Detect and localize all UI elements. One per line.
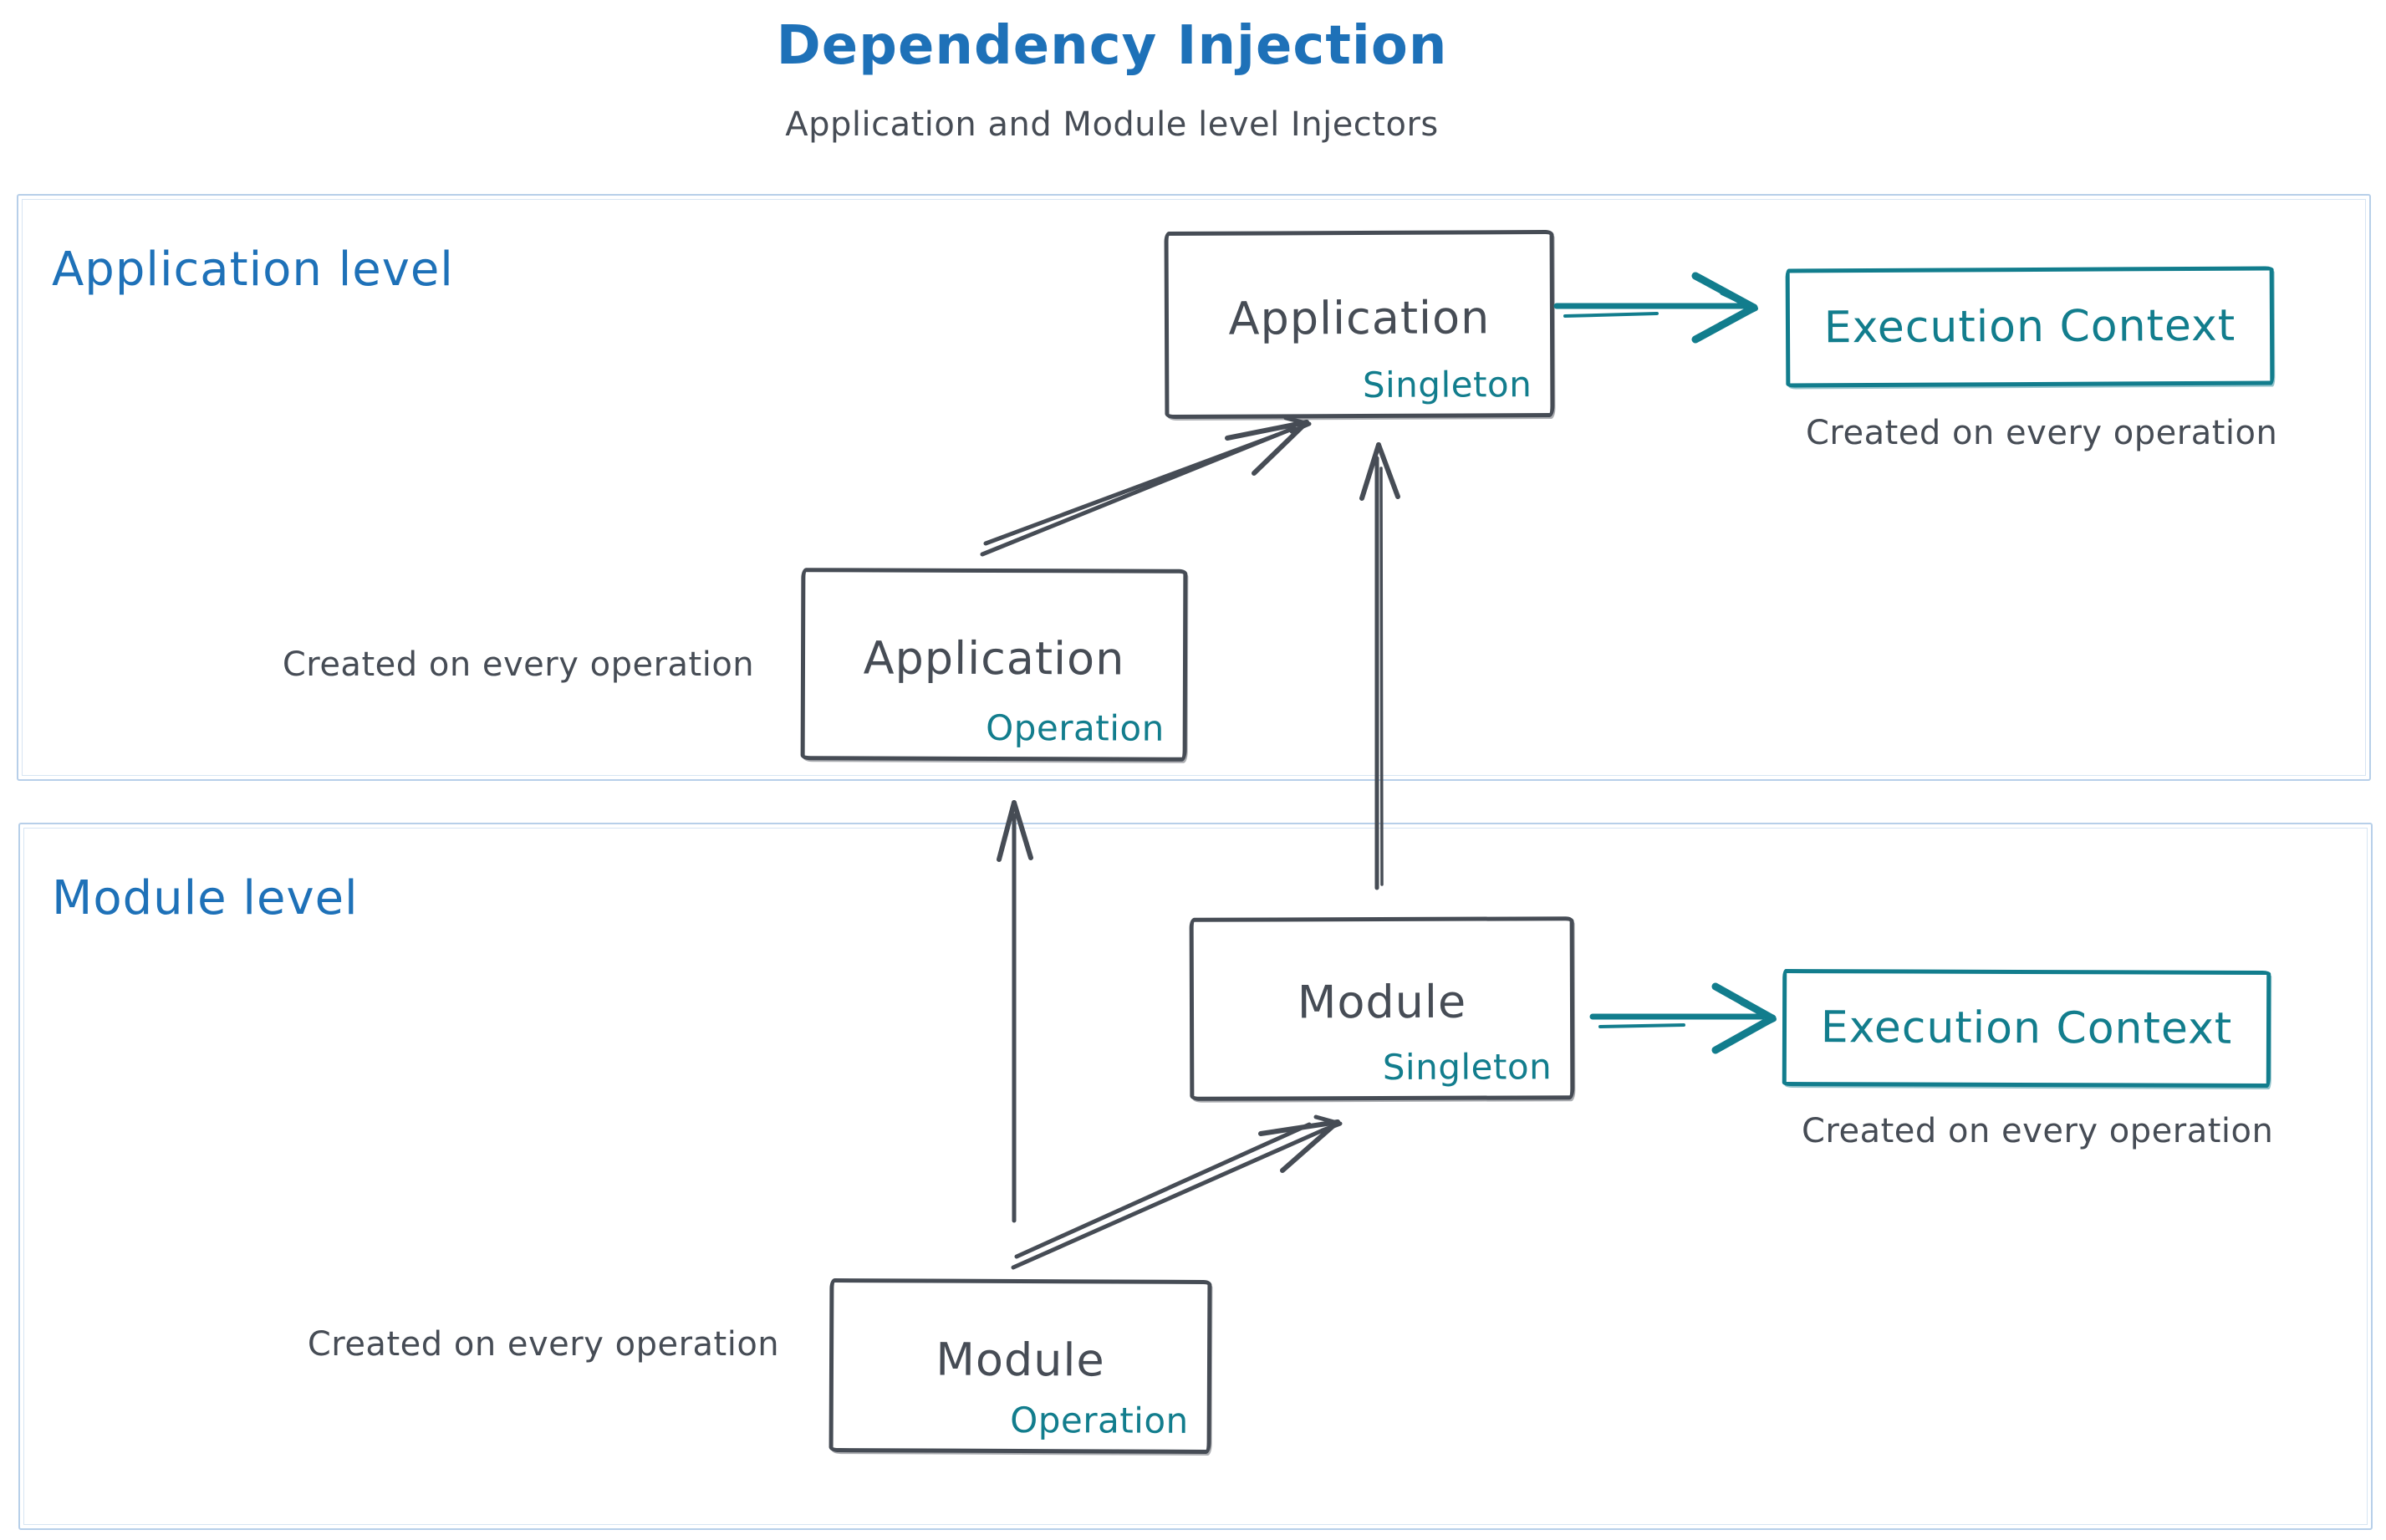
application-level-section	[17, 194, 2371, 781]
application-level-label: Application level	[52, 242, 454, 297]
application-operation-title: Application	[863, 630, 1125, 686]
application-singleton-node: Application Singleton	[1164, 229, 1555, 420]
module-execution-context-node: Execution Context	[1782, 968, 2271, 1089]
application-execution-context-caption: Created on every operation	[1806, 414, 2278, 452]
diagram-title: Dependency Injection	[776, 15, 1448, 77]
module-operation-scope-badge: Operation	[1010, 1399, 1189, 1441]
module-level-label: Module level	[52, 871, 359, 926]
application-execution-context-node: Execution Context	[1785, 266, 2275, 388]
module-operation-caption: Created on every operation	[307, 1325, 780, 1364]
module-operation-title: Module	[936, 1333, 1105, 1386]
application-singleton-scope-badge: Singleton	[1362, 364, 1532, 405]
diagram-subtitle: Application and Module level Injectors	[785, 105, 1439, 144]
module-level-section	[18, 823, 2373, 1530]
module-execution-context-caption: Created on every operation	[1802, 1112, 2274, 1150]
application-operation-node: Application Operation	[800, 568, 1188, 762]
module-singleton-title: Module	[1297, 975, 1467, 1029]
module-singleton-node: Module Singleton	[1189, 916, 1575, 1101]
module-singleton-scope-badge: Singleton	[1382, 1046, 1552, 1088]
application-operation-caption: Created on every operation	[282, 645, 755, 684]
module-execution-context-label: Execution Context	[1820, 1002, 2233, 1054]
application-operation-scope-badge: Operation	[986, 706, 1165, 749]
application-execution-context-label: Execution Context	[1823, 300, 2236, 354]
module-operation-node: Module Operation	[828, 1278, 1212, 1454]
application-singleton-title: Application	[1228, 290, 1491, 345]
